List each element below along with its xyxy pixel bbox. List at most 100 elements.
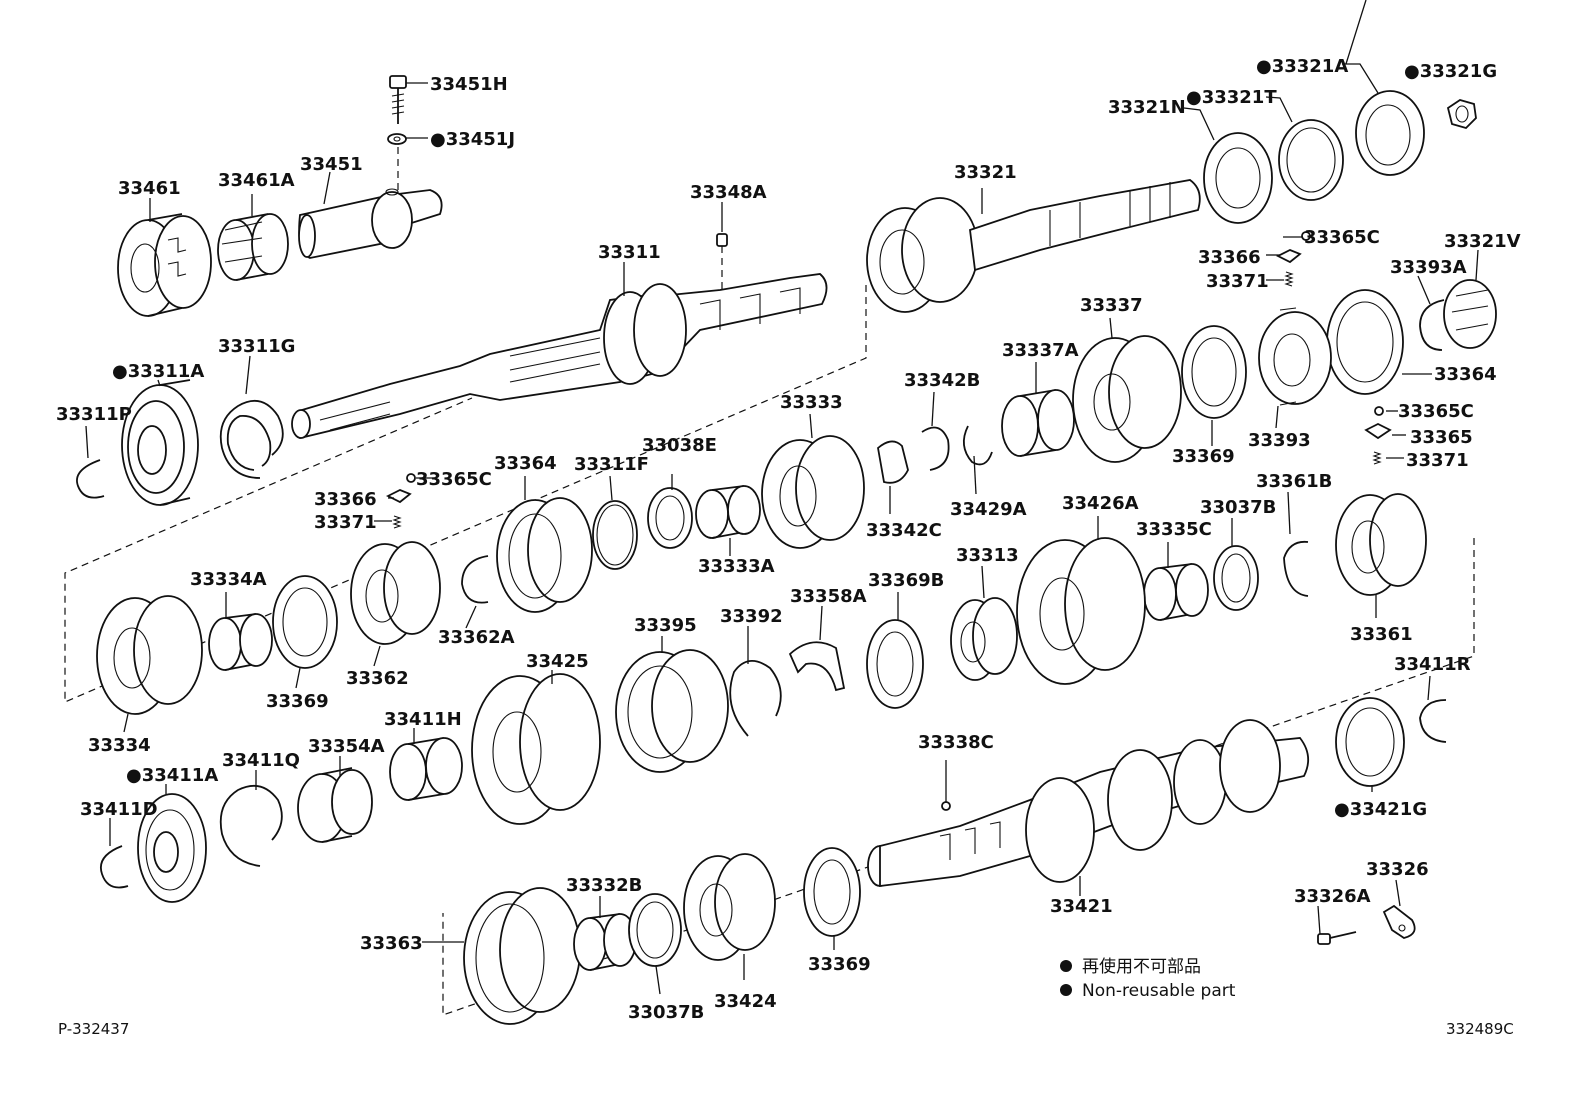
label-33333A: 33333A xyxy=(698,556,775,577)
legend-japanese: 再使用不可部品 xyxy=(1082,956,1201,977)
bearing-33421G xyxy=(1335,697,1405,787)
label-33037B-top: 33037B xyxy=(1200,497,1276,518)
hub-33361 xyxy=(1335,493,1427,596)
key-33366-top xyxy=(1275,249,1302,264)
ring-33342B xyxy=(921,426,950,471)
ring-33037B-top xyxy=(1213,545,1259,611)
bracket-33326 xyxy=(1382,904,1416,939)
bearing-33321V xyxy=(1443,279,1497,349)
ring-33342C xyxy=(877,440,909,484)
label-33038E: 33038E xyxy=(642,435,717,456)
label-33321: 33321 xyxy=(954,162,1017,183)
label-33393: 33393 xyxy=(1248,430,1311,451)
spring-33371-top xyxy=(1284,271,1294,287)
figure-code-right: 332489C xyxy=(1446,1020,1514,1038)
snap-ring-33411D xyxy=(100,845,129,889)
legend-bullet-icon xyxy=(1060,960,1072,972)
label-33451J: ●33451J xyxy=(430,129,515,150)
label-33342C: 33342C xyxy=(866,520,942,541)
label-33358A: 33358A xyxy=(790,586,867,607)
bearing-33321A xyxy=(1355,90,1425,176)
label-33354A: 33354A xyxy=(308,736,385,757)
label-33421: 33421 xyxy=(1050,896,1113,917)
label-33362A: 33362A xyxy=(438,627,515,648)
ring-33369-bottom xyxy=(803,847,861,937)
hub-33362 xyxy=(350,541,441,645)
hub-33393 xyxy=(1258,307,1332,406)
label-33429A: 33429A xyxy=(950,499,1027,520)
key-33365 xyxy=(1364,422,1392,440)
nut-33321G xyxy=(1446,99,1477,130)
label-33461A: 33461A xyxy=(218,170,295,191)
bearing-33333A xyxy=(695,485,761,539)
label-33321V: 33321V xyxy=(1444,231,1521,252)
snap-ring-33429A xyxy=(962,425,993,466)
label-33321G: ●33321G xyxy=(1404,61,1497,82)
snap-ring-33311G xyxy=(219,399,284,479)
label-33366-mid: 33366 xyxy=(314,489,377,510)
sleeve-33363 xyxy=(463,887,581,1025)
label-33411H: 33411H xyxy=(384,709,462,730)
bearing-33411A xyxy=(137,793,207,903)
label-33364-top: 33364 xyxy=(1434,364,1497,385)
label-33342B: 33342B xyxy=(904,370,980,391)
bolt-33451H xyxy=(389,75,407,124)
label-33311P: 33311P xyxy=(56,404,132,425)
label-33411A: ●33411A xyxy=(126,765,218,786)
gear-33426A xyxy=(1016,537,1146,685)
label-33334: 33334 xyxy=(88,735,151,756)
label-33326A: 33326A xyxy=(1294,886,1371,907)
bearing-33332B xyxy=(573,913,637,971)
legend: 再使用不可部品 Non-reusable part xyxy=(1060,956,1236,1001)
bearing-33334A xyxy=(208,613,273,671)
label-33333: 33333 xyxy=(780,392,843,413)
label-33425: 33425 xyxy=(526,651,589,672)
ring-33369-top xyxy=(1181,325,1247,419)
spring-33371-right xyxy=(1372,451,1382,465)
label-33348A: 33348A xyxy=(690,182,767,203)
gear-33425 xyxy=(471,673,601,825)
label-33321A: ●33321A xyxy=(1256,56,1348,77)
ring-33038E xyxy=(647,487,693,549)
label-33311F: 33311F xyxy=(574,454,649,475)
main-shaft-group-outline xyxy=(64,285,867,703)
label-33365C-mid: 33365C xyxy=(416,469,492,490)
sleeve-33395 xyxy=(615,649,729,773)
label-33371-top: 33371 xyxy=(1206,271,1269,292)
sleeve-33364-mid xyxy=(496,497,593,613)
label-33311A: ●33311A xyxy=(112,361,204,382)
bearing-33461A xyxy=(217,213,289,281)
bolt-33326A xyxy=(1317,931,1357,945)
label-33321T: ●33321T xyxy=(1186,87,1277,108)
label-33421G: ●33421G xyxy=(1334,799,1427,820)
snap-ring-33393A xyxy=(1419,299,1445,351)
legend-bullet-icon xyxy=(1060,984,1072,996)
label-33326: 33326 xyxy=(1366,859,1429,880)
gear-33334 xyxy=(96,595,203,715)
key-33366-mid xyxy=(385,489,412,504)
label-33369-bottom: 33369 xyxy=(808,954,871,975)
label-33411Q: 33411Q xyxy=(222,750,300,771)
label-33451: 33451 xyxy=(300,154,363,175)
label-33395: 33395 xyxy=(634,615,697,636)
input-shaft-33321 xyxy=(866,179,1201,313)
ring-33369B xyxy=(866,619,924,709)
ring-33392 xyxy=(729,660,782,737)
label-33311G: 33311G xyxy=(218,336,295,357)
label-33363: 33363 xyxy=(360,933,423,954)
gear-33424 xyxy=(683,853,776,961)
label-33361B: 33361B xyxy=(1256,471,1332,492)
label-33393A: 33393A xyxy=(1390,257,1467,278)
part-labels: 33451H ●33451J 33461 33461A 33451 33348A… xyxy=(56,56,1521,1023)
snap-ring-33361B xyxy=(1283,540,1309,597)
bearing-33335C xyxy=(1143,563,1209,621)
label-33451H: 33451H xyxy=(430,74,508,95)
gear-33461 xyxy=(117,213,212,317)
label-33364-mid: 33364 xyxy=(494,453,557,474)
snap-ring-33411R xyxy=(1419,699,1447,743)
label-33366-top: 33366 xyxy=(1198,247,1261,268)
collar-33354A xyxy=(297,767,373,843)
label-33365C-top: 33365C xyxy=(1304,227,1380,248)
label-33371-mid: 33371 xyxy=(314,512,377,533)
